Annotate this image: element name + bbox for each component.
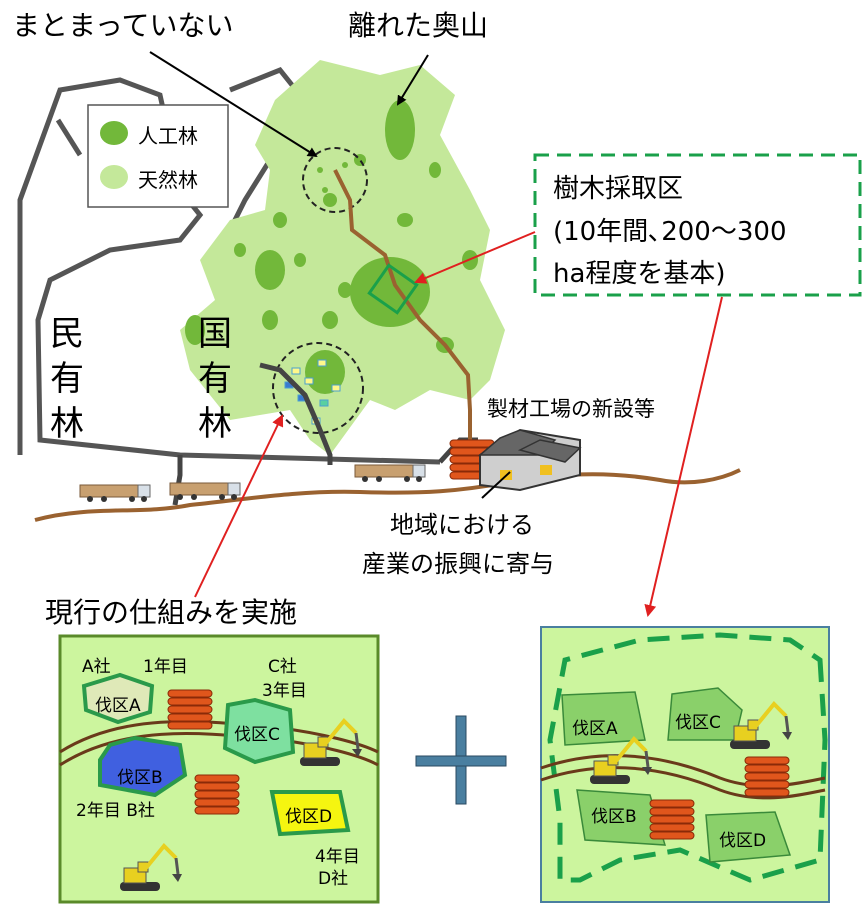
left-plot-a-label: 伐区A (95, 696, 141, 716)
left-plot-c-label: 伐区C (234, 725, 280, 745)
left-plot-b-label: 伐区B (117, 768, 163, 788)
private-char-3: 林 (50, 404, 84, 444)
plus-sign (415, 715, 507, 805)
left-plot-d-label: 伐区D (285, 807, 332, 827)
company-d-label: D社 (318, 869, 348, 889)
right-log-pile-2 (649, 799, 695, 840)
forest-road (333, 169, 472, 440)
zone-to-map-arrow (414, 231, 536, 284)
year2-company-b-label: 2年目 B社 (76, 801, 155, 821)
zone-title: 樹木採取区 (553, 174, 683, 204)
main-road (34, 468, 741, 522)
sawmill-label: 製材工場の新設等 (487, 397, 655, 421)
left-plot-b (98, 735, 188, 798)
natural-forest-swatch (100, 165, 128, 189)
scattered-plots-circle (302, 147, 368, 213)
remote-arrow (396, 54, 429, 106)
contribution-line1: 地域における (390, 511, 534, 539)
right-plot-d-label: 伐区D (719, 831, 766, 851)
right-plot-c-label: 伐区C (675, 713, 721, 733)
right-harvest-zone-border (547, 632, 828, 883)
contribution-line2: 産業の振興に寄与 (362, 550, 554, 578)
right-plot-c (667, 687, 743, 741)
company-c-label: C社 (268, 657, 297, 677)
remote-label: 離れた奥山 (348, 9, 488, 42)
private-forest-label: 民 有 林 (50, 314, 84, 444)
left-log-pile-1 (167, 689, 213, 730)
zone-line2: (10年間､200～300 (553, 217, 786, 247)
right-plot-a-label: 伐区A (572, 719, 618, 739)
zone-to-panel-arrow (644, 296, 723, 617)
natural-forest-area (180, 60, 505, 455)
left-plot-d (269, 790, 351, 837)
planted-forest-swatch (100, 121, 128, 145)
right-panel: 伐区A 伐区C 伐区B 伐区D (540, 626, 830, 903)
current-system-label: 現行の仕組みを実施 (45, 596, 297, 629)
national-char-2: 有 (198, 359, 232, 399)
scattered-arrow (149, 51, 318, 158)
current-system-arrow (194, 414, 284, 598)
right-plot-b (576, 789, 667, 846)
national-char-3: 林 (198, 404, 232, 444)
right-plot-d (705, 811, 792, 863)
map-legend: 人工林 天然林 (87, 104, 229, 208)
scattered-label: まとまっていない (12, 9, 233, 42)
year4-label: 4年目 (315, 847, 360, 867)
right-log-pile-1 (744, 756, 790, 797)
year1-label: 1年目 (143, 657, 188, 677)
left-panel: 伐区A 伐区B 伐区C 伐区D A社 1年目 C社 3年目 2年目 B社 4年目… (58, 634, 380, 904)
legend-planted-label: 人工林 (138, 124, 198, 148)
planted-forest-patches (185, 100, 478, 394)
left-plot-c (222, 697, 296, 765)
national-forest-label: 国 有 林 (198, 314, 232, 444)
sawmill-pointer (481, 471, 511, 499)
harvest-zone-callout: 樹木採取区 (10年間､200～300 ha程度を基本) (533, 153, 862, 297)
sawmill-icon (477, 428, 582, 492)
left-log-pile-2 (194, 774, 240, 815)
legend-natural-label: 天然林 (138, 168, 198, 192)
private-char-2: 有 (50, 359, 84, 399)
year3-label: 3年目 (262, 681, 307, 701)
tree-harvest-zone-on-map (367, 263, 419, 315)
left-plot-a (81, 672, 155, 725)
company-a-label: A社 (82, 657, 111, 677)
zone-line3: ha程度を基本) (553, 259, 726, 289)
national-char-1: 国 (198, 314, 232, 354)
private-char-1: 民 (50, 314, 84, 354)
right-plot-a (561, 691, 646, 746)
right-plot-b-label: 伐区B (591, 807, 637, 827)
